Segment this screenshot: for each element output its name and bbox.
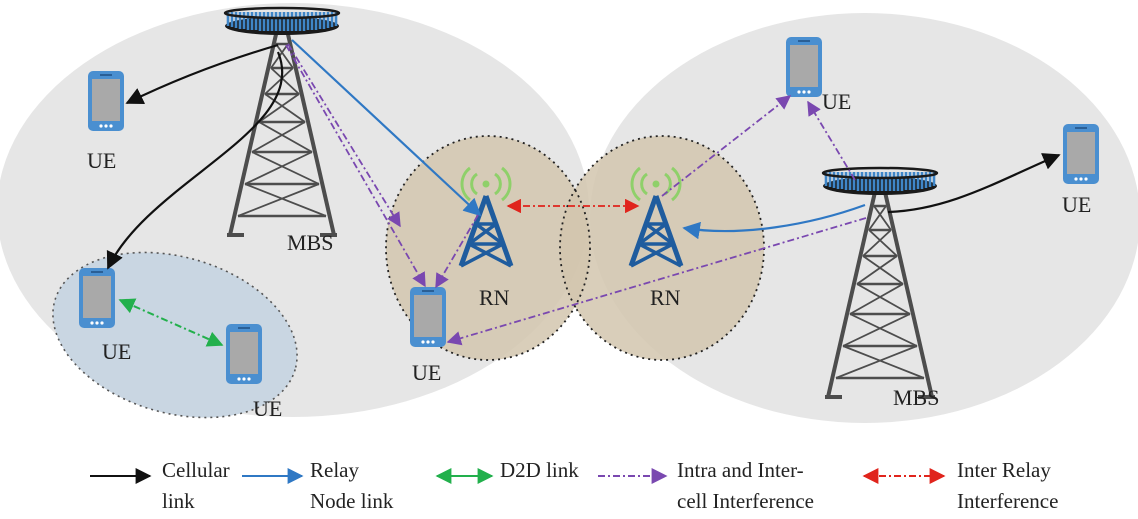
- ue-label-d2d-1: UE: [102, 339, 131, 364]
- ue-device-center: [410, 287, 446, 347]
- cellular-link-to-ue-right: [887, 153, 1061, 214]
- relay-link-mbs-right-to-rn: [682, 203, 866, 240]
- legend: Cellular link Relay Node link D2D link I…: [90, 458, 1058, 513]
- relay-zone-left-border: [385, 135, 591, 361]
- d2d-link: [118, 298, 224, 347]
- interference-rn-to-ue-topright: [661, 95, 792, 197]
- mbs-label-right: MBS: [893, 385, 939, 410]
- ue-label-topleft: UE: [87, 148, 116, 173]
- interference-mbs-right-to-ue-center: [446, 217, 867, 346]
- ue-label-d2d-2: UE: [253, 396, 282, 421]
- legend-inter-relay-label: Inter Relay Interference: [957, 458, 1058, 513]
- interference-mbs-to-ue-center-a: [285, 44, 426, 288]
- mbs-label-left: MBS: [287, 230, 333, 255]
- ue-device-d2d-1: [79, 268, 115, 328]
- interference-rn-to-ue-center: [435, 214, 479, 289]
- ue-device-right: [1063, 124, 1099, 184]
- rn-label-right: RN: [650, 285, 681, 310]
- ue-label-center: UE: [412, 360, 441, 385]
- ue-device-topleft: [88, 71, 124, 131]
- legend-cellular-label: Cellular link: [162, 458, 235, 513]
- ue-label-topright: UE: [822, 89, 851, 114]
- legend-d2d-label: D2D link: [500, 458, 579, 482]
- cellular-link-to-ue-topleft: [125, 43, 279, 104]
- rn-label-left: RN: [479, 285, 510, 310]
- ue-label-right: UE: [1062, 192, 1091, 217]
- relay-link-mbs-left-to-rn: [291, 39, 482, 217]
- cellular-link-to-ue-d2d: [106, 51, 284, 270]
- legend-interference-label: Intra and Inter- cell Interference: [677, 458, 814, 513]
- interference-mbs-right-to-ue-topright: [807, 100, 856, 181]
- ue-device-d2d-2: [226, 324, 262, 384]
- legend-relay-label: Relay Node link: [310, 458, 394, 513]
- ue-device-topright: [786, 37, 822, 97]
- interference-mbs-to-ue-center-b: [287, 43, 401, 228]
